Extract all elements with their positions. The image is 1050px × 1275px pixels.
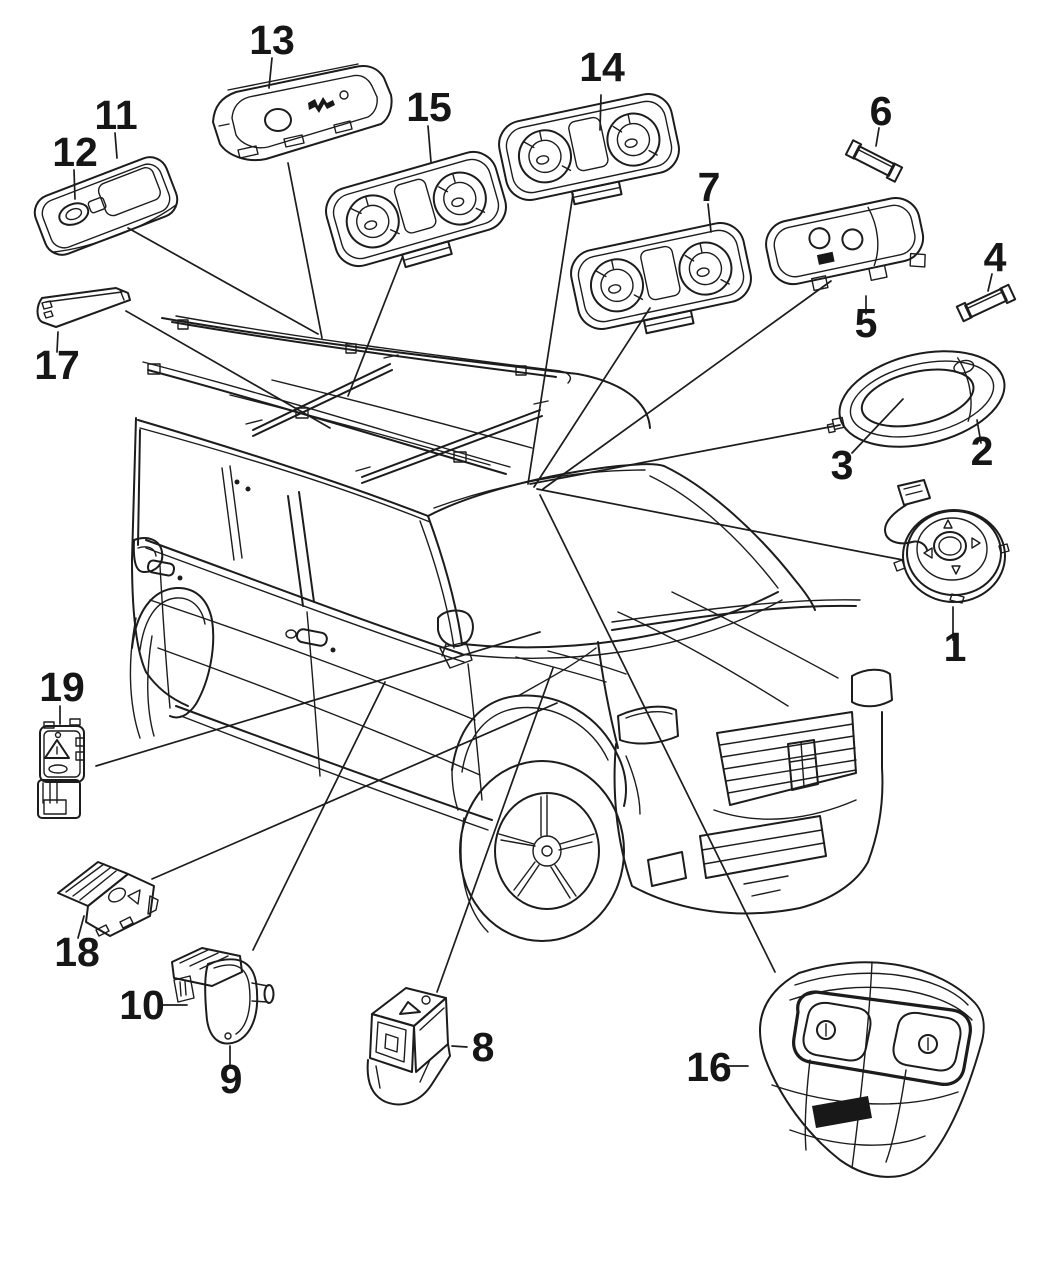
callout-17: 17 bbox=[34, 342, 80, 388]
part-7-dome-lamp bbox=[565, 217, 760, 348]
part-18-connector-switch bbox=[57, 861, 159, 937]
part-13-overhead-console-bin bbox=[212, 63, 393, 162]
part-17-lamp-strip bbox=[36, 287, 131, 328]
callout-13: 13 bbox=[249, 17, 295, 63]
part-6-festoon-bulb bbox=[843, 139, 905, 183]
part-1-lamp-module bbox=[884, 479, 1010, 604]
part-15-dome-lamp bbox=[319, 145, 517, 286]
callout-3: 3 bbox=[831, 442, 854, 488]
part-8-connector-switch bbox=[366, 987, 451, 1106]
callout-15: 15 bbox=[406, 84, 452, 130]
callout-5: 5 bbox=[855, 300, 878, 346]
callout-18: 18 bbox=[54, 929, 100, 975]
vehicle-illustration bbox=[129, 315, 893, 942]
callout-14: 14 bbox=[579, 44, 625, 90]
callout-pointer-lines bbox=[56, 57, 993, 1069]
callout-1: 1 bbox=[944, 624, 967, 670]
callout-9: 9 bbox=[220, 1056, 243, 1102]
callout-19: 19 bbox=[39, 664, 85, 710]
leader-lines bbox=[95, 162, 904, 993]
callout-2: 2 bbox=[971, 428, 994, 474]
callout-16: 16 bbox=[686, 1044, 732, 1090]
part-5-overhead-lamp-console bbox=[765, 196, 926, 292]
callout-12: 12 bbox=[52, 129, 98, 175]
part-16-overhead-switch-console bbox=[759, 961, 985, 1178]
callout-labels: 1 2 3 4 5 6 7 8 9 10 11 12 13 14 15 16 1… bbox=[34, 17, 1006, 1102]
part-19-switch bbox=[37, 718, 85, 819]
callout-6: 6 bbox=[870, 88, 893, 134]
callout-7: 7 bbox=[698, 164, 721, 210]
part-2-cargo-lamp bbox=[826, 350, 1006, 448]
part-10-9-door-jamb-switch bbox=[171, 947, 275, 1045]
callout-11: 11 bbox=[94, 92, 137, 138]
callout-10: 10 bbox=[119, 982, 165, 1028]
part-4-festoon-bulb bbox=[955, 282, 1017, 324]
part-11-reading-lamp bbox=[33, 156, 179, 256]
part-14-dome-lamp bbox=[493, 88, 688, 219]
callout-8: 8 bbox=[472, 1024, 495, 1070]
callout-4: 4 bbox=[984, 234, 1007, 280]
